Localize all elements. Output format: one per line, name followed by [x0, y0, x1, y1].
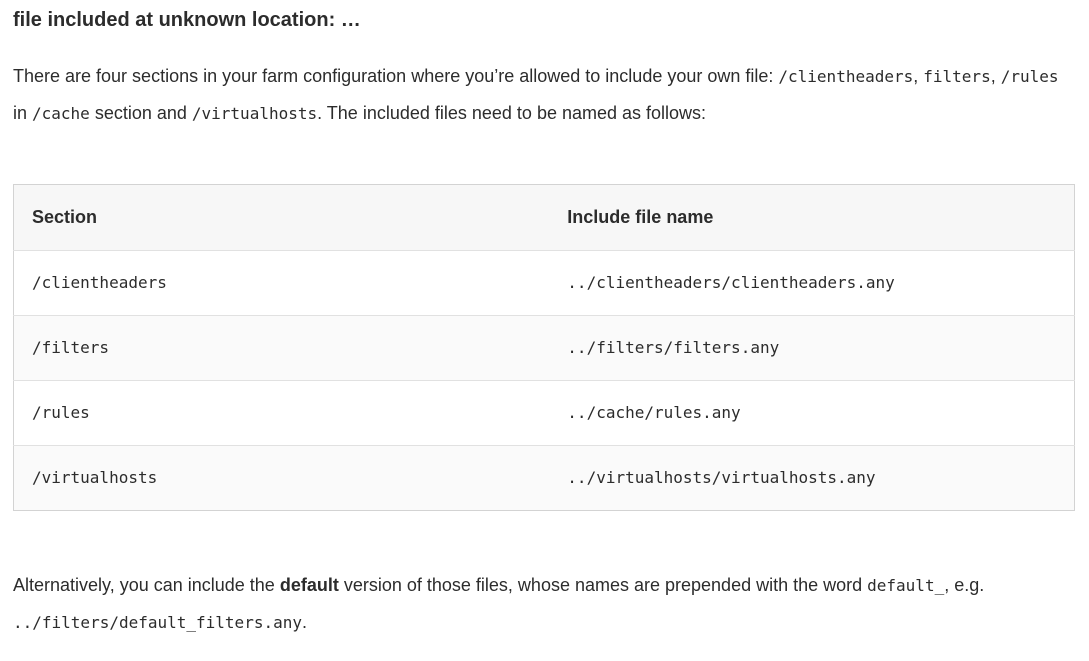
table-header-row: Section Include file name	[13, 184, 1075, 251]
inline-code-virtualhosts: /virtualhosts	[191, 104, 318, 123]
intro-text-6: . The included files need to be named as…	[317, 103, 707, 123]
column-header-include-file-name: Include file name	[549, 184, 1075, 251]
table-cell-filename: ../filters/filters.any	[549, 315, 1075, 381]
filename-code: ../filters/filters.any	[567, 338, 780, 357]
filename-code: ../virtualhosts/virtualhosts.any	[567, 468, 876, 487]
section-code: /virtualhosts	[32, 468, 158, 487]
intro-text-3: ,	[990, 66, 1001, 86]
table-cell-section: /filters	[13, 315, 550, 381]
intro-text-4: in	[13, 103, 33, 123]
section-code: /filters	[32, 338, 110, 357]
table-cell-section: /clientheaders	[13, 250, 550, 316]
outro-text-4: .	[301, 612, 307, 632]
inline-code-cache: /cache	[32, 104, 90, 123]
inline-code-filters: filters	[923, 67, 991, 86]
outro-text-3: , e.g.	[944, 575, 985, 595]
intro-text-1: There are four sections in your farm con…	[13, 66, 779, 86]
page-heading: file included at unknown location: …	[13, 9, 361, 31]
section-code: /clientheaders	[32, 273, 167, 292]
table-row: /rules ../cache/rules.any	[13, 380, 1075, 446]
table-cell-filename: ../cache/rules.any	[549, 380, 1075, 446]
inline-code-default-filters-path: ../filters/default_filters.any	[13, 613, 302, 632]
inline-code-rules: /rules	[1000, 67, 1059, 86]
intro-text-5: section and	[89, 103, 192, 123]
include-files-table: Section Include file name /clientheaders…	[13, 184, 1075, 511]
table-cell-filename: ../virtualhosts/virtualhosts.any	[549, 445, 1075, 511]
filename-code: ../cache/rules.any	[567, 403, 741, 422]
outro-text-1: Alternatively, you can include the	[13, 575, 280, 595]
table-row: /clientheaders ../clientheaders/clienthe…	[13, 250, 1075, 316]
table-row: /virtualhosts ../virtualhosts/virtualhos…	[13, 445, 1075, 511]
table-cell-filename: ../clientheaders/clientheaders.any	[549, 250, 1075, 316]
intro-text-2: ,	[913, 66, 924, 86]
table-row: /filters ../filters/filters.any	[13, 315, 1075, 381]
intro-paragraph: There are four sections in your farm con…	[13, 58, 1075, 132]
inline-code-clientheaders: /clientheaders	[778, 67, 914, 86]
outro-paragraph: Alternatively, you can include the defau…	[13, 567, 1075, 641]
section-code: /rules	[32, 403, 90, 422]
outro-bold-default: default	[279, 575, 339, 595]
inline-code-default-prefix: default_	[867, 576, 945, 595]
outro-text-2: version of those files, whose names are …	[338, 575, 868, 595]
table-cell-section: /rules	[13, 380, 550, 446]
column-header-section: Section	[13, 184, 550, 251]
filename-code: ../clientheaders/clientheaders.any	[567, 273, 895, 292]
table-cell-section: /virtualhosts	[13, 445, 550, 511]
